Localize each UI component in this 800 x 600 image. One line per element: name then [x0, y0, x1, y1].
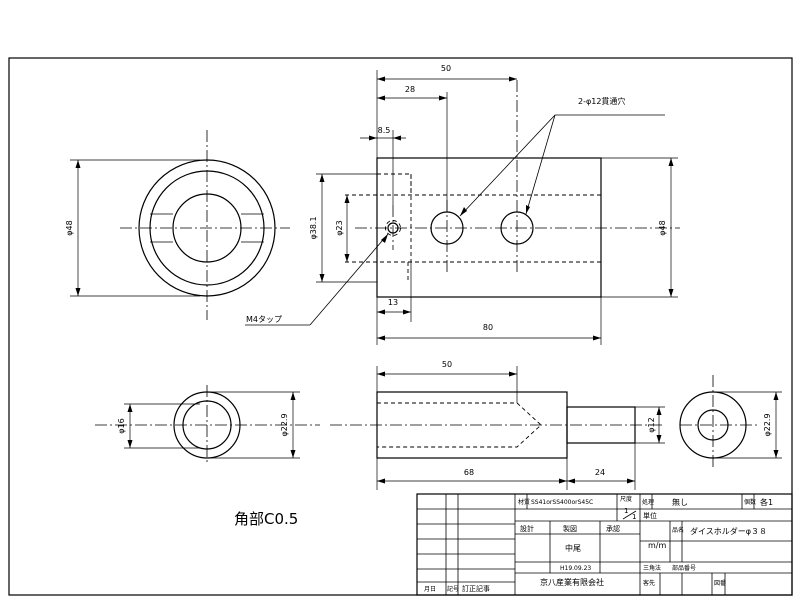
drawing-border	[8, 57, 793, 596]
unit-value: m/m	[648, 541, 666, 550]
count-label: 個数	[744, 498, 756, 506]
scale-den: 1	[632, 513, 636, 521]
drawing-label: 製図	[563, 524, 577, 533]
side-view-top: 50 28 8.5 2-φ12貫通穴 φ38.1 φ23	[245, 64, 680, 345]
unit-label: 単位	[643, 511, 657, 520]
revision-mark-label: 記号	[447, 585, 459, 593]
date-value: H19.09.23	[560, 565, 591, 572]
treatment-label: 処理	[642, 498, 654, 506]
dim-13: 13	[388, 298, 398, 307]
dim-lower-50: 50	[442, 360, 452, 369]
dim-lower-dia-12: φ12	[647, 417, 656, 432]
dim-24: 24	[595, 468, 605, 477]
tap-note: M4タップ	[246, 315, 282, 324]
title-block: 月日 記号 訂正記事 材質 SS41orSS400orS45C 尺度 1 1 処…	[416, 493, 793, 596]
drafter-value: 中尾	[565, 543, 581, 553]
revision-content-label: 訂正記事	[462, 584, 490, 593]
method-label: 三角法	[643, 564, 661, 572]
end-view-bottom-right: φ22.9	[679, 375, 782, 470]
treatment-value: 無し	[672, 497, 688, 507]
dim-lower-dia-22-9: φ22.9	[280, 413, 289, 436]
side-view-bottom: 50 φ12 68 24	[330, 360, 665, 490]
count-value: 各1	[760, 497, 773, 507]
scale-num: 1	[624, 507, 628, 515]
dim-top-8-5: 8.5	[378, 126, 391, 135]
approve-label: 承認	[606, 524, 620, 533]
dim-lower-right-dia-22-9: φ22.9	[763, 413, 772, 436]
design-label: 設計	[520, 524, 534, 533]
dim-left-dia-48: φ48	[65, 220, 74, 235]
end-view-bottom-left: φ16 φ22.9	[95, 385, 320, 465]
revision-date-label: 月日	[424, 586, 436, 593]
drawing-no-label: 図番	[714, 580, 726, 587]
material-label: 材質	[518, 498, 530, 506]
name-value: ダイスホルダーφ３８	[690, 526, 767, 536]
dim-lower-dia-16: φ16	[117, 418, 126, 433]
dim-top-28: 28	[405, 85, 415, 94]
part-number-label: 部品番号	[672, 564, 696, 572]
customer-label: 客先	[643, 579, 655, 587]
dim-right-dia-48: φ48	[658, 220, 667, 235]
holes-note: 2-φ12貫通穴	[578, 96, 625, 106]
company-value: 京八産業有限会社	[540, 577, 604, 587]
dim-dia-23: φ23	[335, 220, 344, 235]
dim-68: 68	[464, 468, 474, 477]
dim-top-50: 50	[441, 64, 451, 73]
end-view-top-left: φ48	[65, 130, 290, 320]
dim-80: 80	[483, 323, 493, 332]
name-label: 品名	[672, 526, 684, 534]
dim-dia-38-1: φ38.1	[309, 216, 318, 239]
scale-label: 尺度	[620, 495, 632, 503]
corner-note: 角部C0.5	[234, 510, 298, 528]
material-value: SS41orSS400orS45C	[531, 499, 593, 506]
